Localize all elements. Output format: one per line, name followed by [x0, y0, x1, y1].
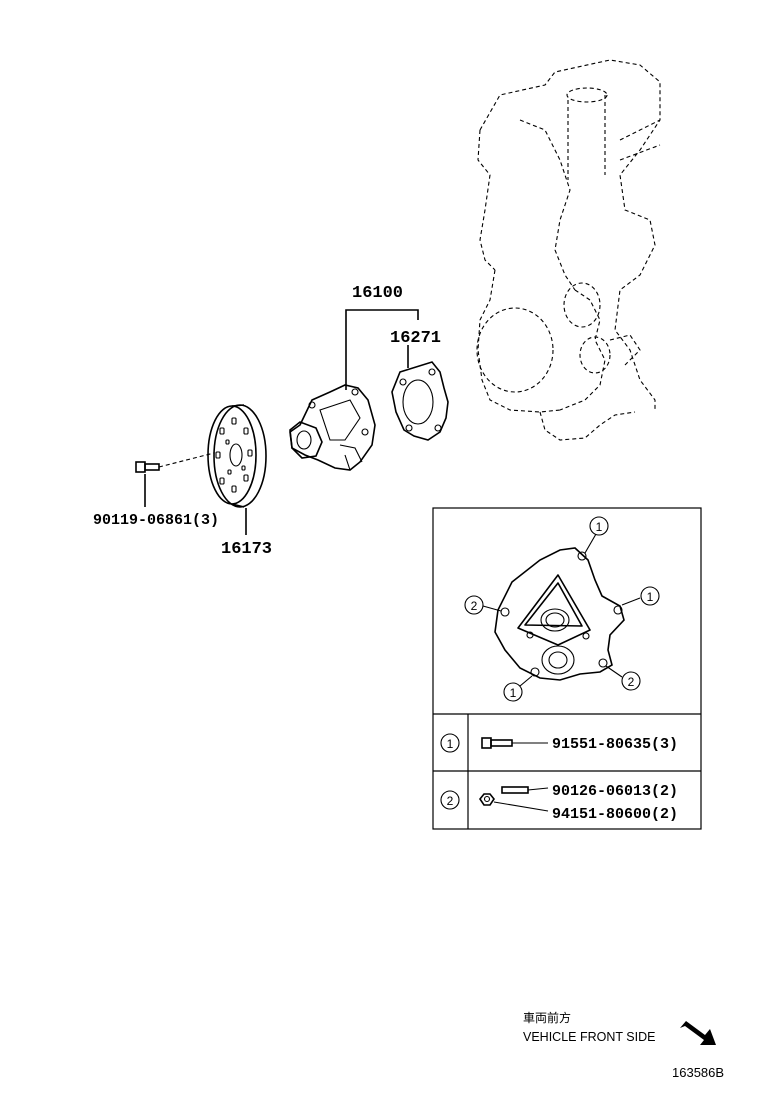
inset-leader-lines [482, 533, 641, 687]
leader-lines [144, 309, 419, 535]
vehicle-front-indicator: 車両前方 VEHICLE FRONT SIDE [523, 1010, 716, 1045]
svg-text:1: 1 [647, 590, 654, 604]
callout-1-bottom: 1 [503, 682, 523, 702]
figure-id: 163586B [672, 1065, 724, 1080]
inset-row-1: 1 91551-80635(3) [440, 733, 678, 753]
part-number-91551: 91551-80635(3) [552, 736, 678, 753]
svg-text:1: 1 [510, 686, 517, 700]
inset-row-2: 2 90126-06013(2) 94151-80600(2) [440, 783, 678, 823]
direction-arrow-icon [680, 1021, 716, 1045]
row-2-ref: 2 [447, 794, 454, 808]
callout-2-right: 2 [621, 671, 641, 691]
row-1-ref: 1 [447, 737, 454, 751]
gasket-illustration [391, 361, 449, 441]
callout-2-left: 2 [464, 595, 484, 615]
water-pump-illustration [289, 384, 376, 471]
svg-text:1: 1 [596, 520, 603, 534]
svg-text:2: 2 [628, 675, 635, 689]
callout-1-right: 1 [640, 586, 660, 606]
callout-1-top: 1 [589, 516, 609, 536]
direction-label-en: VEHICLE FRONT SIDE [523, 1030, 655, 1044]
pulley-bolt-illustration [135, 452, 215, 473]
stud-90126-icon [501, 786, 549, 794]
part-number-90126: 90126-06013(2) [552, 783, 678, 800]
part-number-16100: 16100 [352, 284, 403, 303]
part-number-16271: 16271 [390, 329, 441, 348]
bolt-91551-icon [481, 737, 548, 749]
inset-detail-box: 1 1 1 2 2 1 91551-80635(3) [432, 507, 702, 830]
part-number-16173: 16173 [221, 540, 272, 559]
nut-94151-icon [479, 793, 549, 812]
svg-text:2: 2 [471, 599, 478, 613]
pulley-illustration [207, 404, 267, 508]
part-number-90119: 90119-06861(3) [93, 512, 219, 529]
part-number-94151: 94151-80600(2) [552, 806, 678, 823]
direction-label-jp: 車両前方 [523, 1010, 571, 1025]
engine-block-illustration [476, 59, 661, 441]
pump-flange-detail [494, 547, 625, 681]
